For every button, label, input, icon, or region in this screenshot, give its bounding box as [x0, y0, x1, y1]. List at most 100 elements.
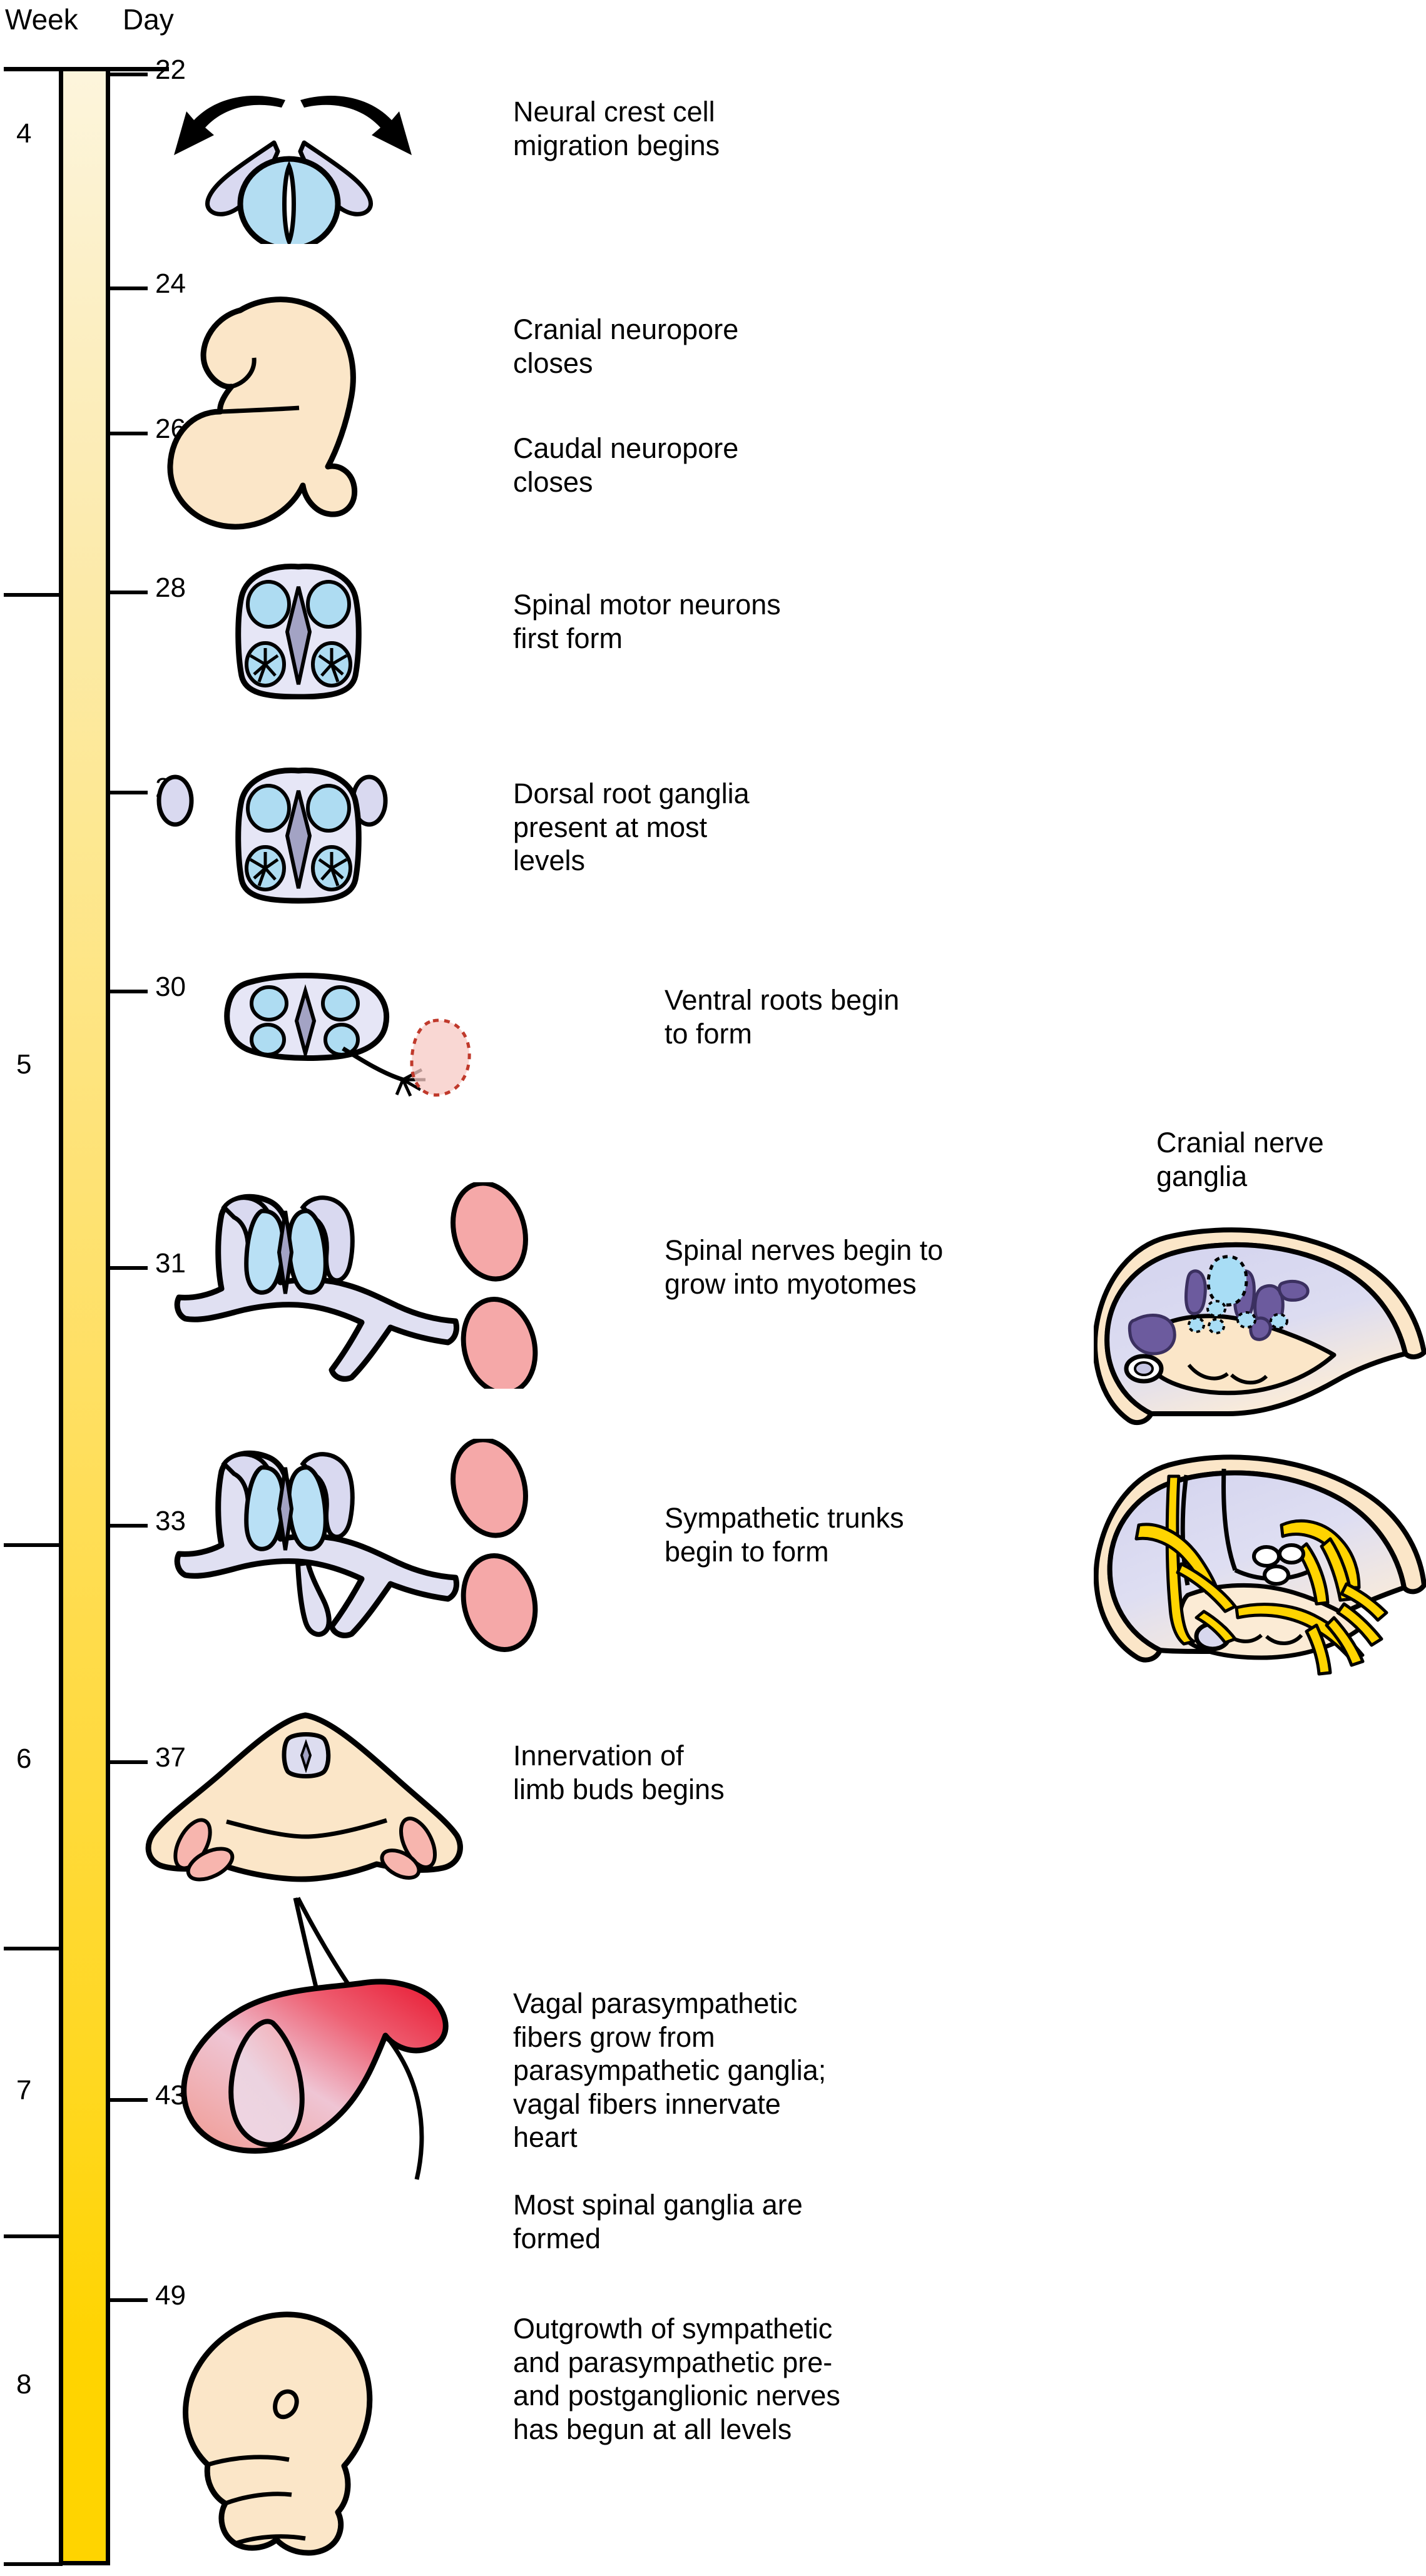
- central-canal-30: [294, 984, 317, 1061]
- day-tick-49: [110, 2298, 148, 2302]
- day-tick-26: [110, 432, 148, 435]
- day-column-header: Day: [123, 3, 174, 36]
- day-tick-37: [110, 1760, 148, 1764]
- embryo-c-shape-figure: [164, 289, 402, 539]
- migration-arrow-right-icon: [300, 96, 412, 155]
- alar-plate-left-28: [246, 580, 291, 629]
- limb-bud-right-lower: [380, 1848, 421, 1880]
- ganglion-lateral: [1278, 1279, 1310, 1302]
- alar-plate-right-29: [306, 784, 351, 833]
- spinal-cord-cross-section-29-figure: [150, 762, 394, 906]
- basal-plate-right-30: [323, 1023, 360, 1057]
- week-number-8: 8: [16, 2369, 32, 2400]
- arch-grooves-upper: [1187, 1364, 1268, 1385]
- central-canal-33: [277, 1467, 294, 1551]
- neural-canal-slit: [282, 160, 296, 244]
- week-tick-2: [4, 1543, 63, 1547]
- timeline-bar: [4, 67, 169, 2565]
- ganglion-trigeminal: [1128, 1314, 1176, 1356]
- embryo-fold-line-49: [206, 2455, 290, 2467]
- event-caption-outgrowth: Outgrowth of sympathetic and parasympath…: [513, 2313, 840, 2445]
- week-number-4: 4: [16, 118, 32, 149]
- day-tick-29: [110, 791, 148, 794]
- myotome-upper-33: [451, 1439, 528, 1538]
- embryo-head-fold-line: [230, 357, 257, 389]
- week-tick-1: [4, 593, 63, 597]
- day-number-49: 49: [155, 2280, 186, 2311]
- day-number-31: 31: [155, 1248, 186, 1279]
- placode-optic-dotted: [1206, 1255, 1248, 1307]
- ventricle-43: [228, 2019, 305, 2148]
- day-tick-22: [110, 73, 148, 76]
- week-tick-5: [4, 2562, 63, 2566]
- day-number-33: 33: [155, 1506, 186, 1536]
- ganglion-facial: [1184, 1269, 1207, 1316]
- embryo-body-outline: [167, 297, 358, 530]
- event-caption-cranial-neuropore: Cranial neuropore closes: [513, 313, 739, 379]
- cranial-ganglia-head-lower-figure: [1094, 1451, 1426, 1689]
- ganglion-cluster-lower: [1252, 1543, 1305, 1586]
- placode-small-2: [1188, 1317, 1205, 1333]
- placode-small-3: [1208, 1318, 1225, 1334]
- central-canal-29: [285, 790, 312, 889]
- timeline-gradient: [59, 71, 110, 2561]
- cranial-nerves-yellow: [1134, 1474, 1388, 1676]
- heart-vagal-43-figure: [156, 1895, 469, 2208]
- myotome-upper-31: [451, 1182, 528, 1282]
- day-number-24: 24: [155, 268, 186, 299]
- spinal-nerves-myotomes-31-figure: [164, 1182, 564, 1389]
- week-number-5: 5: [16, 1049, 32, 1080]
- embryo-limb-line-upper-49: [224, 2492, 292, 2506]
- sulcus-2: [1221, 1468, 1238, 1571]
- placode-small-5: [1270, 1313, 1288, 1329]
- alar-plate-left-30: [250, 985, 288, 1022]
- day-number-22: 22: [155, 54, 186, 85]
- embryo-week8-49-figure: [150, 2308, 438, 2571]
- timeline-top-cap: [4, 67, 169, 71]
- day-number-30: 30: [155, 971, 186, 1002]
- central-canal-31: [277, 1210, 294, 1294]
- motor-neuron-right-28: [318, 648, 348, 682]
- day-tick-31: [110, 1266, 148, 1270]
- event-caption-dorsal-root-ganglia: Dorsal root ganglia present at most leve…: [513, 778, 750, 877]
- myotome-lower-33: [461, 1553, 538, 1652]
- alar-plate-left-29: [246, 784, 291, 833]
- limb-bud-cross-section-37-figure: [144, 1708, 469, 1895]
- gray-matter-right-33: [287, 1465, 328, 1551]
- motor-neuron-left-29: [249, 852, 279, 886]
- week-column-header: Week: [5, 3, 78, 36]
- cranial-ganglia-head-upper-figure: [1094, 1226, 1426, 1451]
- myotome-dotted-outline-30: [410, 1018, 471, 1097]
- neural-tube-crest-migration-figure: [156, 81, 419, 244]
- ventral-root-trunk: [342, 1047, 404, 1082]
- gray-matter-right-31: [287, 1209, 328, 1295]
- otic-pit-upper: [1134, 1361, 1154, 1376]
- alar-plate-right-28: [306, 580, 351, 629]
- day-number-43: 43: [155, 2080, 186, 2111]
- myotome-lower-31: [461, 1297, 538, 1389]
- embryo-body-49: [183, 2311, 373, 2556]
- event-caption-spinal-ganglia-formed: Most spinal ganglia are formed: [513, 2189, 803, 2254]
- event-caption-sympathetic-trunks: Sympathetic trunks begin to form: [665, 1502, 904, 1568]
- timeline-bottom-cap: [59, 2561, 110, 2565]
- day-number-37: 37: [155, 1742, 186, 1773]
- day-tick-43: [110, 2098, 148, 2102]
- week-number-6: 6: [16, 1743, 32, 1774]
- event-caption-spinal-motor-neurons: Spinal motor neurons first form: [513, 589, 781, 654]
- dorsal-root-ganglion-left: [156, 774, 194, 827]
- motor-neuron-left-28: [249, 648, 279, 682]
- day-number-28: 28: [155, 572, 186, 603]
- limb-bud-left-lower: [186, 1847, 235, 1882]
- day-tick-28: [110, 591, 148, 594]
- day-tick-24: [110, 287, 148, 290]
- embryo-limb-line-lower-49: [234, 2534, 306, 2546]
- sympathetic-trunk-33-figure: [164, 1439, 564, 1658]
- event-caption-vagal-fibers: Vagal parasympathetic fibers grow from p…: [513, 1987, 827, 2154]
- motor-neuron-right-29: [318, 852, 348, 886]
- alar-plate-right-30: [321, 985, 360, 1022]
- central-canal-28: [285, 586, 312, 685]
- event-caption-caudal-neuropore: Caudal neuropore closes: [513, 432, 739, 498]
- week-tick-4: [4, 2234, 63, 2238]
- event-caption-ventral-roots: Ventral roots begin to form: [665, 984, 900, 1050]
- event-caption-neural-crest: Neural crest cell migration begins: [513, 96, 720, 161]
